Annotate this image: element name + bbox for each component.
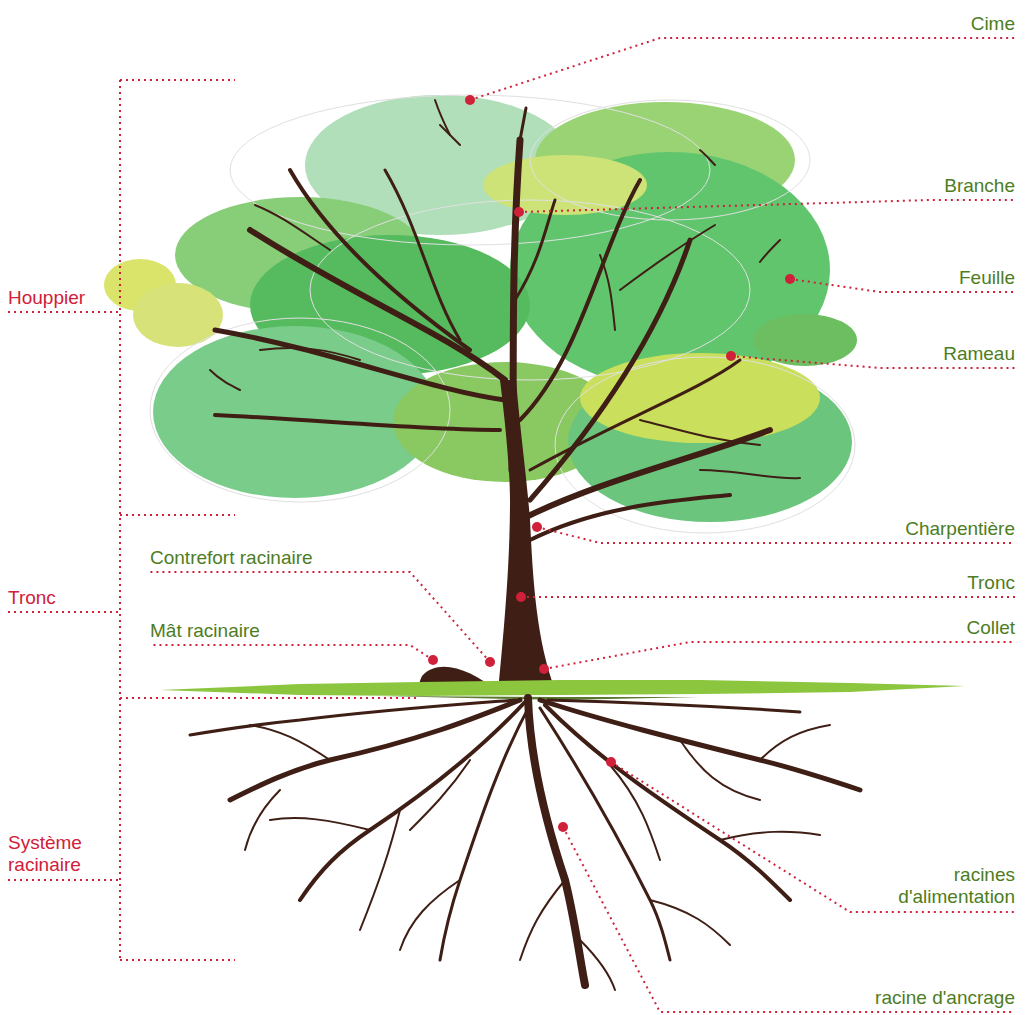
part-label: Collet bbox=[966, 617, 1015, 639]
part-label: Cime bbox=[971, 13, 1015, 35]
part-label: Houppier bbox=[8, 287, 85, 309]
part-label: racine d'ancrage bbox=[875, 987, 1015, 1009]
tree-branches bbox=[210, 100, 800, 540]
part-label: Mât racinaire bbox=[150, 620, 260, 642]
part-label: Contrefort racinaire bbox=[150, 547, 313, 569]
part-label: Tronc bbox=[8, 587, 56, 609]
leader-lines bbox=[8, 38, 1015, 1012]
part-label: racines d'alimentation bbox=[840, 864, 1015, 908]
part-label: Branche bbox=[944, 175, 1015, 197]
marker-dots bbox=[428, 95, 795, 832]
part-label: Tronc bbox=[967, 572, 1015, 594]
ground bbox=[160, 680, 965, 700]
part-label: Système racinaire bbox=[8, 832, 113, 876]
part-label: Feuille bbox=[959, 267, 1015, 289]
foliage bbox=[104, 95, 857, 533]
roots bbox=[190, 698, 860, 990]
tree-trunk bbox=[419, 380, 590, 694]
part-label: Rameau bbox=[943, 343, 1015, 365]
part-label: Charpentière bbox=[905, 518, 1015, 540]
